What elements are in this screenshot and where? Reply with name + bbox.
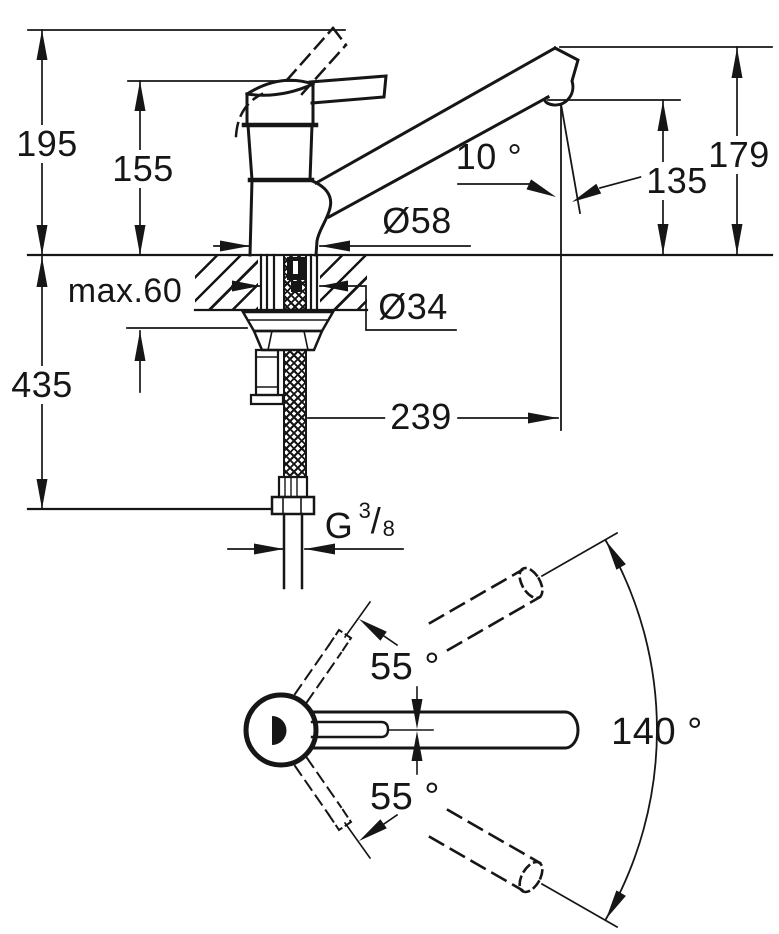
base-circle (243, 692, 319, 768)
top-view-handle-lever (310, 720, 390, 739)
outlet-axis-lines (559, 102, 582, 431)
thread-tube (282, 512, 304, 590)
mounting-flange-and-nut (240, 310, 336, 352)
dim-outlet-height: 135 (641, 162, 713, 200)
faucet-body-outline (244, 45, 580, 257)
spout-bottom-edge (326, 94, 551, 220)
dim-max-counter-thickness: max.60 (67, 272, 183, 310)
raised-handle-dashed (234, 26, 348, 138)
dim-spout-reach: 239 (385, 398, 457, 436)
hose-hex-nut (270, 495, 316, 516)
mounting-shank (259, 253, 319, 313)
spout-swivel-dashed (428, 566, 544, 894)
handle-swivel-dashed (293, 628, 353, 832)
top-view-spout (311, 710, 580, 750)
mounting-stud (249, 348, 285, 406)
flange-details (247, 319, 329, 351)
dim-handle-angle-upper: 55 ° (369, 646, 441, 688)
thread-size-numerator: 3 (358, 498, 372, 523)
countertop-hatch-left (195, 256, 258, 310)
swivel-range-arc (604, 539, 658, 921)
swivel-arc-extensions (540, 531, 619, 929)
dim-spout-tip-height: 179 (703, 136, 775, 174)
body-mid (246, 123, 314, 182)
dim-hole-diameter: Ø34 (378, 286, 448, 327)
handle-lever (308, 74, 388, 105)
dim-handle-angle-lower: 55 ° (369, 776, 441, 818)
thread-size-prefix: G (324, 505, 354, 546)
thread-size-slash: / (370, 500, 382, 541)
cap-dome (244, 78, 315, 125)
reference-lines (26, 253, 774, 511)
dim-body-height: 155 (107, 150, 179, 188)
braided-hose-lower (283, 350, 307, 477)
top-view-body (243, 692, 319, 768)
spout-tip (543, 45, 580, 107)
hose-crimp-fitting (277, 475, 309, 499)
connector-slot (293, 261, 298, 274)
spout-top-edge (313, 45, 558, 186)
dim-below-counter-length: 435 (6, 366, 78, 404)
body-joint-lines (241, 122, 319, 183)
handle-knob-top (272, 716, 287, 745)
dim-spout-swivel-range: 140 ° (611, 711, 703, 753)
arrowheads (36, 30, 743, 919)
dim-spray-angle: 10 ° (455, 136, 523, 177)
dim-base-diameter: Ø58 (382, 200, 452, 241)
thread-size-denominator: 8 (382, 516, 396, 541)
body-lower (248, 178, 333, 257)
dim-overall-height: 195 (11, 125, 83, 163)
